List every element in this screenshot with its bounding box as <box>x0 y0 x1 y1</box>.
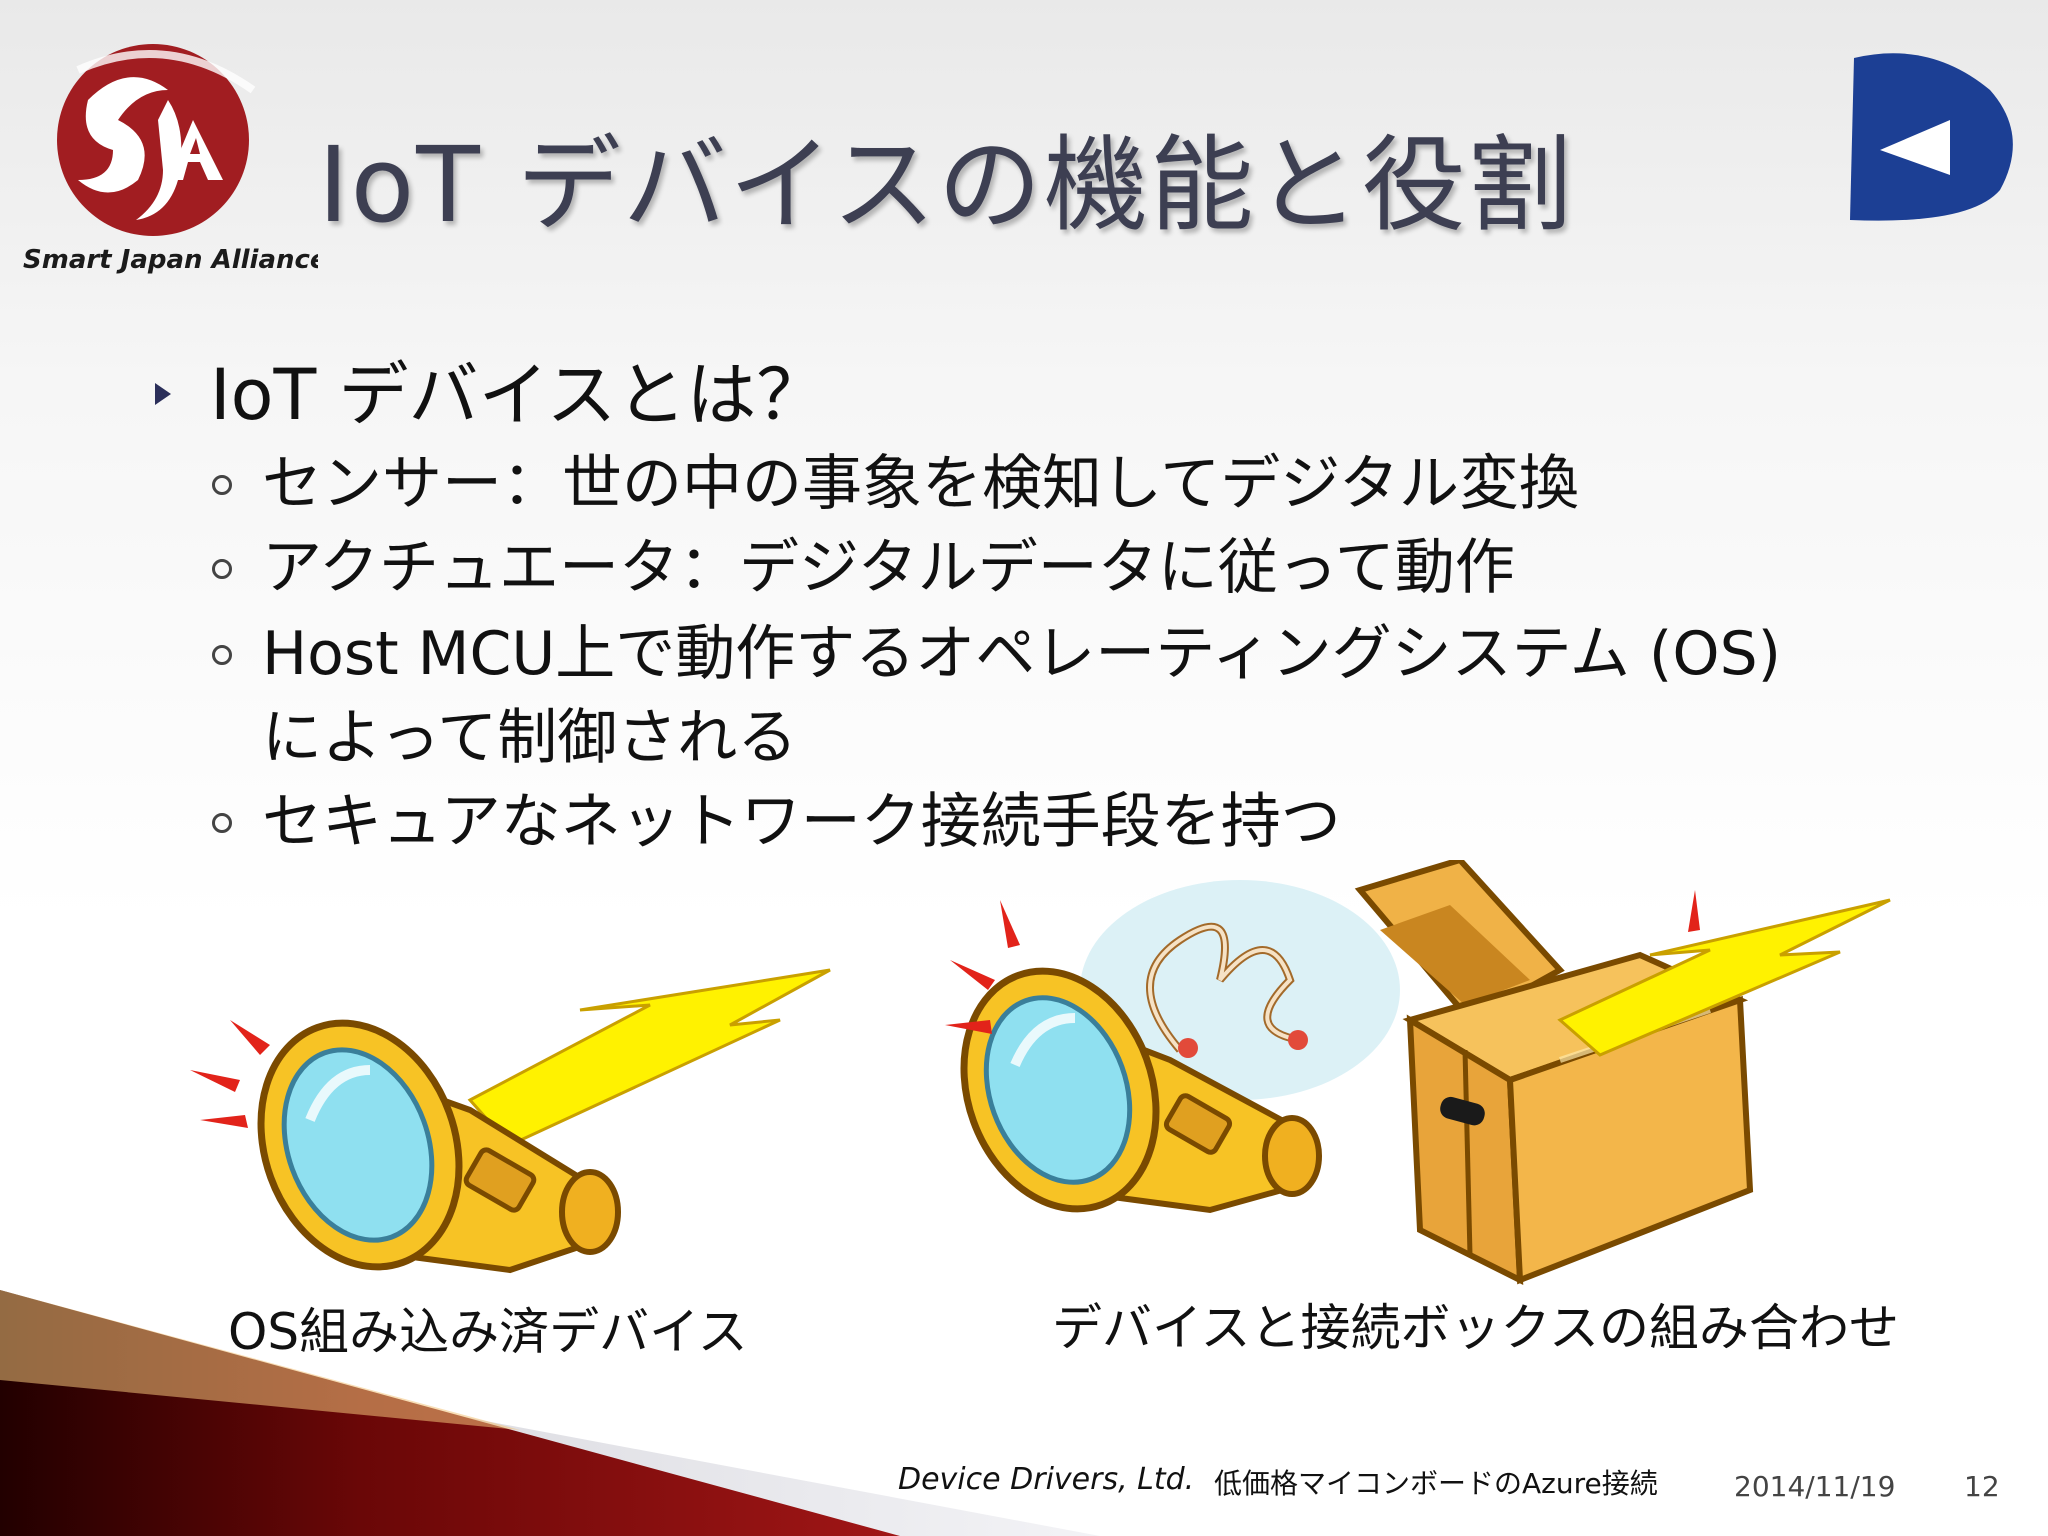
sub-bullet: セキュアなネットワーク接続手段を持つ <box>212 780 1341 864</box>
flashlight-icon <box>257 1019 621 1274</box>
flashlight-icon <box>960 967 1322 1214</box>
main-bullet-text: IoT デバイスとは？ <box>210 354 827 436</box>
sub-bullet: アクチュエータ：デジタルデータに従って動作 <box>212 526 1515 610</box>
sub-bullet: Host MCU上で動作するオペレーティングシステム (OS) によって制御され… <box>212 612 1781 780</box>
flashlight-illustration <box>190 968 831 1274</box>
page-number: 12 <box>1964 1470 2000 1503</box>
sub-bullet-text: センサー：世の中の事象を検知してデジタル変換 <box>262 449 1579 519</box>
caption-right: デバイスと接続ボックスの組み合わせ <box>1052 1299 1899 1357</box>
alert-marks-icon <box>190 1020 270 1128</box>
circle-bullet-icon <box>212 559 232 579</box>
sub-bullet-text: アクチュエータ：デジタルデータに従って動作 <box>262 533 1515 603</box>
footer-company: Device Drivers, Ltd. <box>898 1462 1195 1497</box>
circle-bullet-icon <box>212 475 232 495</box>
lightning-bolt-icon <box>467 968 831 1147</box>
sub-bullet-text: セキュアなネットワーク接続手段を持つ <box>262 787 1341 857</box>
lightning-bolt-icon <box>1557 898 1891 1057</box>
main-bullet: IoT デバイスとは？ <box>155 345 826 445</box>
alert-marks-icon <box>945 890 1700 1034</box>
footer-subject: 低価格マイコンボードのAzure接続 <box>1214 1467 1658 1500</box>
triangle-bullet-icon <box>155 383 171 405</box>
device-box-illustration <box>945 860 1891 1285</box>
cable-icon <box>1080 880 1400 1100</box>
smart-japan-alliance-logo: Smart Japan Alliance <box>23 44 318 275</box>
sub-bullet-text-continued: によって制御される <box>262 703 798 773</box>
sub-bullet: センサー：世の中の事象を検知してデジタル変換 <box>212 442 1579 526</box>
slide-title: IoT デバイスの機能と役割 <box>318 124 1574 246</box>
footer-date: 2014/11/19 <box>1734 1470 1896 1503</box>
circle-bullet-icon <box>212 813 232 833</box>
caption-left: OS組み込み済デバイス <box>228 1303 748 1361</box>
device-drivers-logo <box>1850 53 2013 221</box>
sub-bullet-text: Host MCU上で動作するオペレーティングシステム (OS) <box>262 619 1782 689</box>
logo-text: Smart Japan Alliance <box>23 245 318 275</box>
circle-bullet-icon <box>212 645 232 665</box>
